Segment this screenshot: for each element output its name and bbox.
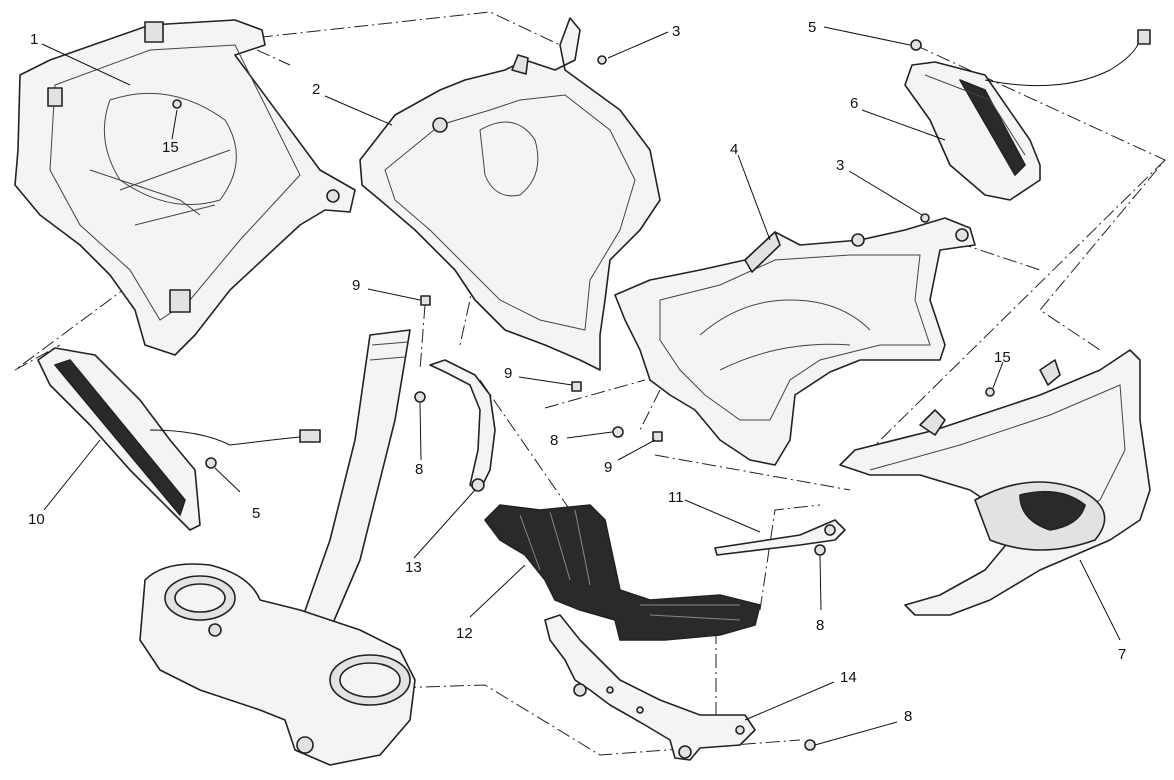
washer-icon <box>205 457 217 469</box>
part-2-center-air-duct <box>359 17 661 371</box>
screw-icon <box>814 544 826 556</box>
screw-icon <box>804 739 816 751</box>
part-10-left-turn-indicator <box>37 347 321 531</box>
callout-9-center: 9 <box>504 365 512 382</box>
callout-8-right: 8 <box>816 617 824 634</box>
callout-15-left: 15 <box>162 139 179 156</box>
callout-10: 10 <box>28 511 45 528</box>
steering-head-assembly <box>139 329 416 766</box>
callout-5-left: 5 <box>252 505 260 522</box>
screw-icon <box>597 55 607 65</box>
part-7-lower-right-fairing <box>839 349 1151 616</box>
part-6-right-turn-indicator <box>904 29 1151 201</box>
clip-icon <box>571 381 582 392</box>
callout-3-top: 3 <box>672 23 680 40</box>
callout-13: 13 <box>405 559 422 576</box>
clip-icon <box>420 295 431 306</box>
callout-8-center: 8 <box>550 432 558 449</box>
screw-icon <box>612 426 624 438</box>
callout-labels: 1 2 3 3 4 5 5 6 7 8 8 8 8 9 9 9 10 11 12… <box>28 19 1126 725</box>
part-4-right-air-duct <box>614 217 976 466</box>
part-11-sensor <box>714 519 846 556</box>
washer-icon <box>910 39 922 51</box>
grommet-icon <box>985 387 995 397</box>
callout-5-top: 5 <box>808 19 816 36</box>
callout-8-left: 8 <box>415 461 423 478</box>
part-1-left-air-duct <box>14 19 356 356</box>
callout-1: 1 <box>30 31 38 48</box>
part-13-bracket <box>429 359 496 492</box>
leader-lines <box>41 26 1121 746</box>
screw-icon <box>414 391 426 403</box>
part-12-lower-air-duct <box>484 504 761 641</box>
callout-15-right: 15 <box>994 349 1011 366</box>
screw-icon <box>920 213 930 223</box>
callout-7: 7 <box>1118 646 1126 663</box>
callout-11: 11 <box>668 489 684 506</box>
clip-icon <box>652 431 663 442</box>
callout-2: 2 <box>312 81 320 98</box>
grommet-icon <box>172 99 182 109</box>
callout-8-bottom: 8 <box>904 708 912 725</box>
callout-9-left: 9 <box>352 277 360 294</box>
callout-9-right: 9 <box>604 459 612 476</box>
callout-3-right: 3 <box>836 157 844 174</box>
callout-6: 6 <box>850 95 858 112</box>
callout-14: 14 <box>840 669 857 686</box>
callout-4: 4 <box>730 141 738 158</box>
callout-12: 12 <box>456 625 473 642</box>
part-14-mounting-bracket <box>544 614 756 761</box>
